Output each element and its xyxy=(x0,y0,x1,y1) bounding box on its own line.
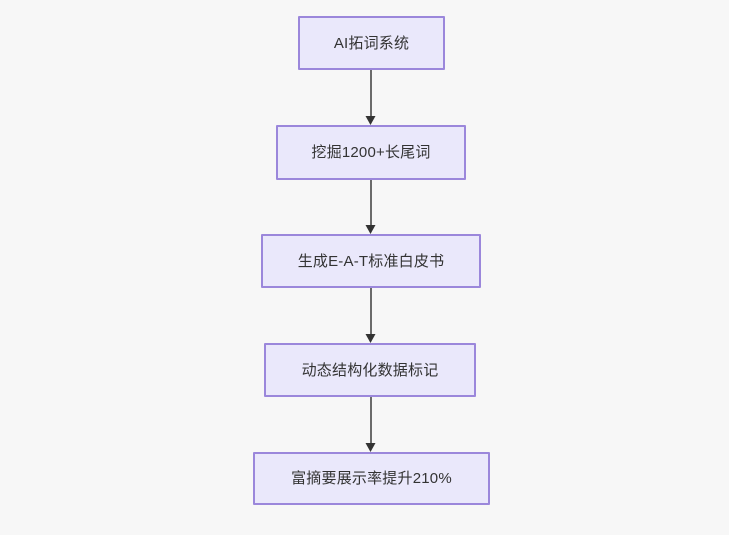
flow-node-label: AI拓词系统 xyxy=(333,34,410,52)
edge-line xyxy=(370,70,372,117)
edge-line xyxy=(370,180,372,226)
arrowhead-icon xyxy=(365,443,376,452)
edge-line xyxy=(370,288,372,335)
flow-node-label: 挖掘1200+长尾词 xyxy=(311,144,431,161)
flow-node-label: 生成E-A-T标准白皮书 xyxy=(297,252,445,270)
edge-line xyxy=(370,397,372,444)
arrowhead-icon xyxy=(365,225,376,234)
flow-node-label: 动态结构化数据标记 xyxy=(301,361,439,379)
arrowhead-icon xyxy=(365,334,376,343)
flow-node-label: 富摘要展示率提升210% xyxy=(291,470,452,487)
flow-node-3[interactable]: 生成E-A-T标准白皮书 xyxy=(261,234,481,288)
flow-node-2[interactable]: 挖掘1200+长尾词 xyxy=(276,125,466,180)
flow-node-5[interactable]: 富摘要展示率提升210% xyxy=(253,452,490,505)
flow-node-1[interactable]: AI拓词系统 xyxy=(298,16,445,70)
arrowhead-icon xyxy=(365,116,376,125)
flow-node-4[interactable]: 动态结构化数据标记 xyxy=(264,343,476,397)
